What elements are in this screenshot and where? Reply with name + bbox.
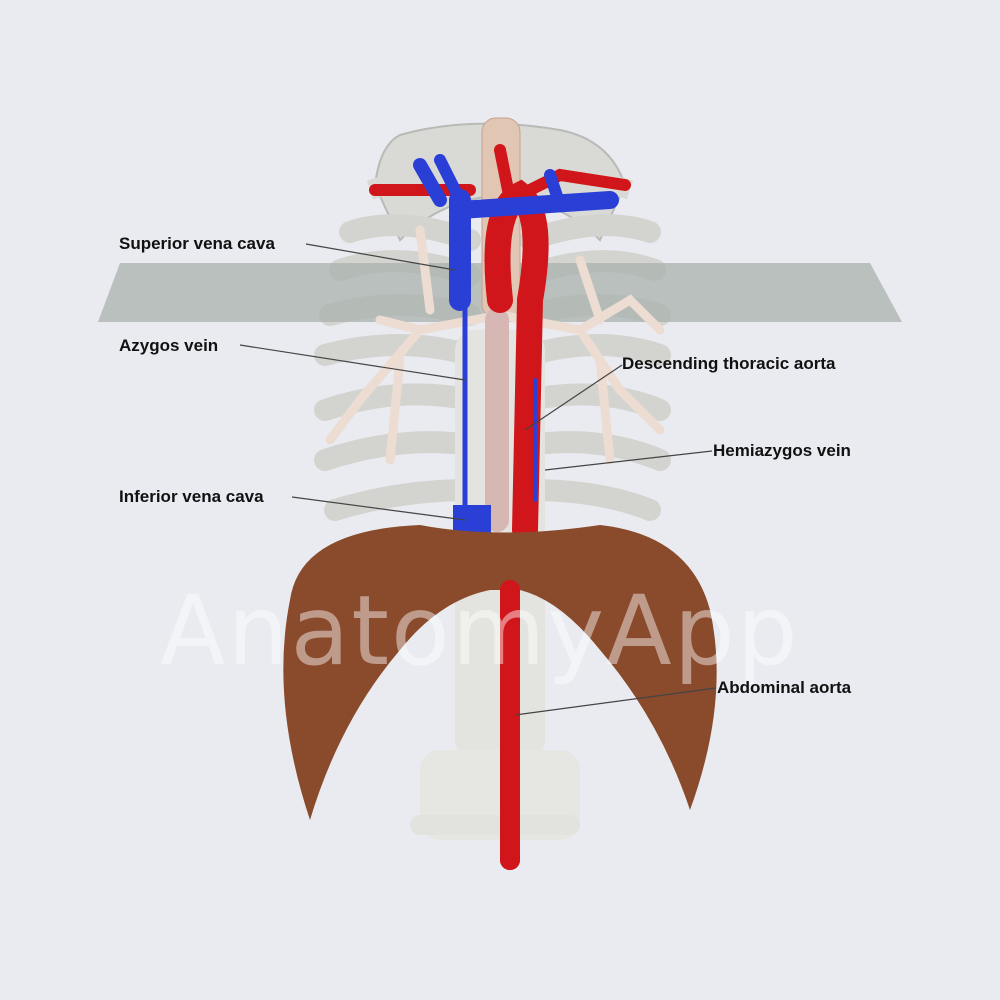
veins: [413, 154, 619, 535]
label-hemiazygos-vein: Hemiazygos vein: [713, 441, 851, 460]
watermark: AnatomyApp: [160, 575, 800, 687]
leader-lines: [239, 243, 717, 716]
label-azygos-vein: Azygos vein: [119, 336, 219, 355]
label-inferior-vena-cava: Inferior vena cava: [119, 487, 264, 506]
label-descending-thoracic-aorta: Descending thoracic aorta: [622, 354, 836, 373]
label-abdominal-aorta: Abdominal aorta: [717, 678, 852, 697]
label-superior-vena-cava: Superior vena cava: [119, 234, 275, 253]
diaphragm: [283, 525, 717, 820]
